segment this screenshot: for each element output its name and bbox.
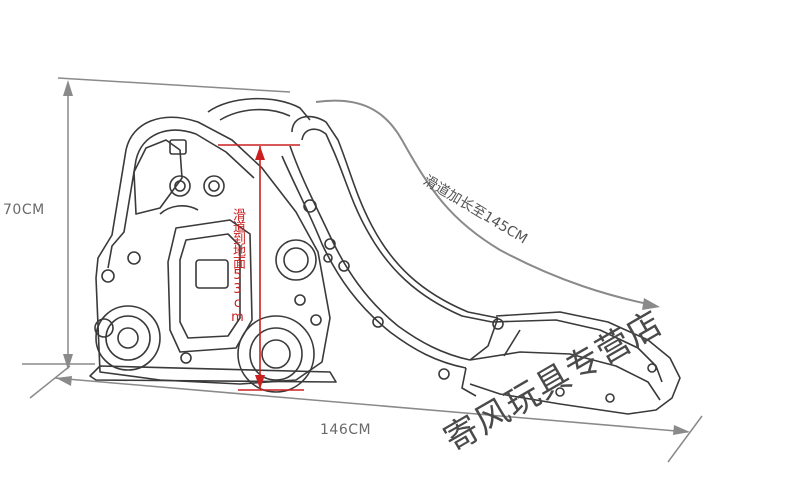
slide-height-label: 滑道到地面53cm <box>230 208 245 324</box>
height-dimension-label: 70CM <box>3 202 45 218</box>
slide-body <box>89 97 681 415</box>
width-dimension-label: 146CM <box>320 422 372 438</box>
height-dimension-line <box>22 77 291 370</box>
slide-length-arc <box>315 99 660 310</box>
width-dimension-line <box>29 365 703 463</box>
slide-height-marker <box>218 144 304 391</box>
